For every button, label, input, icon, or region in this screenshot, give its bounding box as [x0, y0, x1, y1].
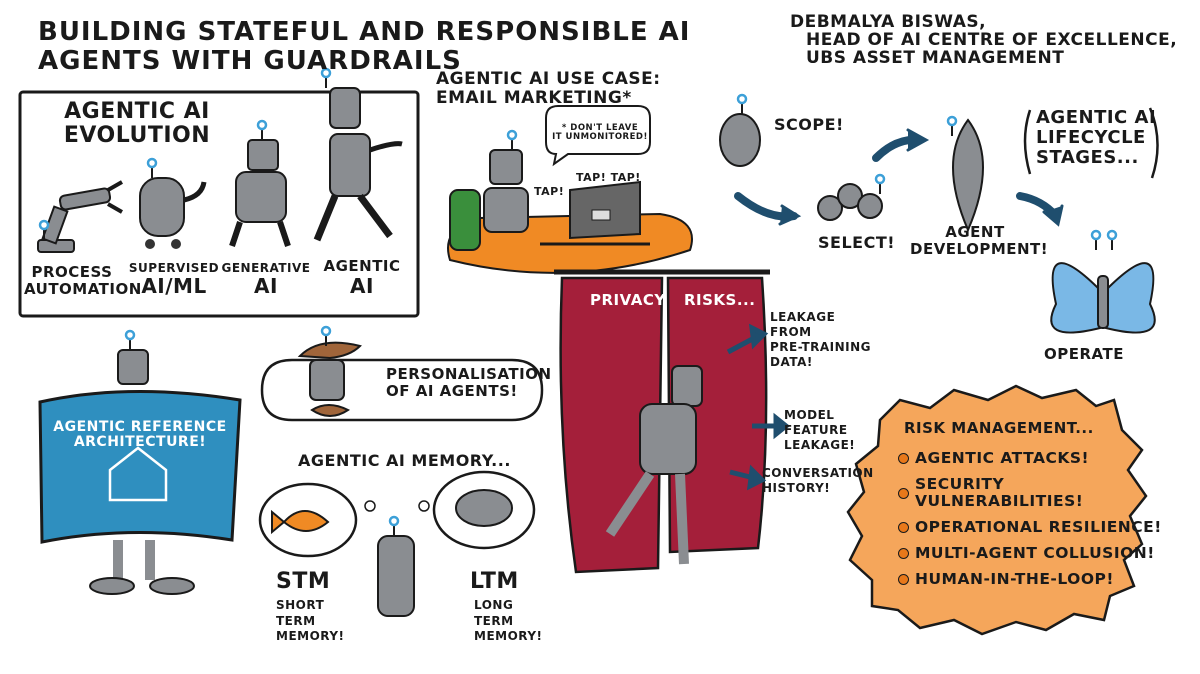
personalisation-label: PERSONALISATION OF AI AGENTS! — [386, 365, 552, 400]
use-case-bubble-text: * DON'T LEAVE IT UNMONITORED! — [552, 123, 648, 143]
robot-arm-icon — [37, 180, 123, 253]
privacy-arrows — [726, 323, 791, 491]
author-org: UBS ASSET MANAGEMENT — [806, 47, 1065, 68]
cocoon-icon — [952, 118, 984, 233]
memory-scene — [258, 470, 536, 617]
bullet-icon — [898, 548, 909, 560]
privacy-risk-1: LEAKAGE FROM PRE-TRAINING DATA! — [770, 310, 872, 369]
privacy-label: PRIVACY — [590, 291, 666, 309]
supervised-robot-icon — [139, 157, 207, 249]
author-block: DEBMALYA BISWAS, HEAD OF AI CENTRE OF EX… — [790, 12, 1178, 68]
lifecycle-bubble — [1023, 107, 1159, 179]
use-case-heading: AGENTIC AI USE CASE: EMAIL MARKETING* — [436, 69, 661, 108]
privacy-curtain — [554, 269, 770, 574]
personalisation-scene — [260, 325, 544, 422]
risk-item: SECURITY VULNERABILITIES! — [898, 475, 1178, 510]
caterpillar-icon — [817, 173, 886, 221]
email-marketing-scene — [447, 105, 693, 274]
stage-agentic: AGENTIC AI — [323, 257, 401, 298]
author-role: HEAD OF AI CENTRE OF EXCELLENCE, — [806, 29, 1178, 50]
stage-supervised: SUPERVISED AI/ML — [128, 261, 220, 299]
evolution-heading: AGENTIC AI EVOLUTION — [63, 99, 211, 149]
bullet-icon — [898, 487, 909, 499]
lifecycle-operate: OPERATE — [1044, 345, 1124, 363]
memory-stm-desc: SHORT TERM MEMORY! — [276, 598, 345, 644]
memory-ltm-desc: LONG TERM MEMORY! — [474, 598, 543, 644]
bullet-icon — [898, 522, 909, 534]
evolution-frame — [18, 90, 420, 318]
risk-burst — [846, 384, 1148, 636]
privacy-risk-2: MODEL FEATURE LEAKAGE! — [784, 408, 856, 452]
stage-generative: GENERATIVE AI — [221, 261, 311, 299]
memory-heading: AGENTIC AI MEMORY... — [298, 451, 511, 470]
reference-architecture-scene — [38, 329, 242, 595]
privacy-risk-3: CONVERSATION HISTORY! — [762, 466, 874, 495]
butterfly-icon — [1050, 229, 1156, 334]
risk-item: OPERATIONAL RESILIENCE! — [898, 519, 1178, 536]
egg-icon — [719, 113, 761, 167]
memory-stm: STM — [276, 569, 331, 594]
generative-robot-icon — [229, 119, 291, 247]
lifecycle-agent-development: AGENT DEVELOPMENT! — [910, 223, 1049, 258]
lifecycle-heading: AGENTIC AI LIFECYCLE STAGES... — [1036, 107, 1157, 168]
memory-ltm: LTM — [470, 569, 519, 594]
reference-architecture-label: AGENTIC REFERENCE ARCHITECTURE! — [53, 419, 227, 451]
tap-text: TAP! TAP! — [576, 171, 641, 184]
risk-management-heading: RISK MANAGEMENT... — [904, 419, 1094, 437]
tap-text-2: TAP! — [534, 185, 565, 198]
lifecycle-arrows — [734, 128, 1064, 227]
risks-label: RISKS... — [684, 291, 756, 309]
bullet-icon — [898, 574, 909, 586]
lifecycle-scope: SCOPE! — [774, 115, 844, 134]
risk-item: HUMAN-IN-THE-LOOP! — [898, 571, 1178, 588]
author-name: DEBMALYA BISWAS, — [790, 12, 987, 32]
bullet-icon — [898, 453, 909, 465]
stage-process-automation: PROCESS AUTOMATION — [24, 263, 142, 298]
page-title: BUILDING STATEFUL AND RESPONSIBLE AI AGE… — [38, 17, 691, 76]
speech-bubble — [545, 105, 651, 167]
risk-item: AGENTIC ATTACKS! — [898, 449, 1178, 467]
risk-management-list: AGENTIC ATTACKS! SECURITY VULNERABILITIE… — [898, 449, 1178, 597]
agentic-robot-icon — [313, 67, 403, 242]
lifecycle-select: SELECT! — [818, 233, 896, 252]
risk-item: MULTI-AGENT COLLUSION! — [898, 545, 1178, 562]
